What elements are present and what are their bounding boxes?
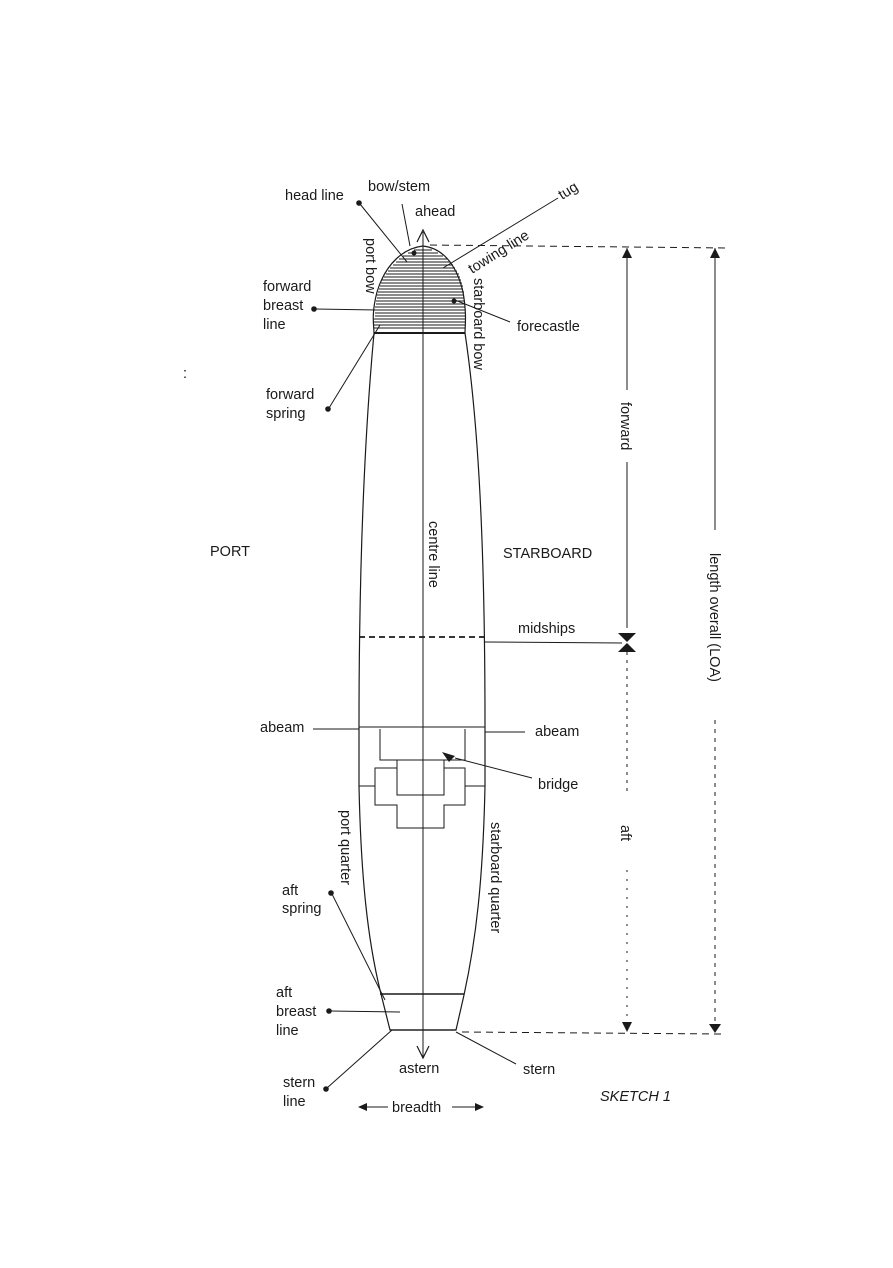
mooring-lines <box>311 200 408 1092</box>
ship-hull <box>358 245 486 1031</box>
aft-label: aft <box>617 825 633 841</box>
breadth-arrow <box>358 1103 484 1111</box>
starboard-quarter-label: starboard quarter <box>487 822 503 933</box>
forecastle-label: forecastle <box>517 319 580 335</box>
centre-line-label: centre line <box>425 521 441 588</box>
stray-mark: : <box>183 366 187 382</box>
port-bow-label: port bow <box>362 238 378 294</box>
towing-line-label: towing line <box>466 228 533 278</box>
forward-breast-line-label: forward breast line <box>263 279 315 333</box>
forward-spring-label: forward spring <box>266 387 318 422</box>
aft-spring-label: aft spring <box>282 883 322 917</box>
abeam-port-label: abeam <box>260 720 304 736</box>
breadth-label: breadth <box>392 1100 441 1116</box>
ahead-label: ahead <box>415 204 455 220</box>
bow-stem-label: bow/stem <box>368 179 430 195</box>
midships-marker <box>618 633 636 642</box>
dimension-lines <box>429 244 729 1035</box>
abeam-starboard-label: abeam <box>535 724 579 740</box>
port-label: PORT <box>210 544 250 560</box>
stern-label: stern <box>523 1062 555 1078</box>
port-quarter-label: port quarter <box>337 810 353 885</box>
sketch-caption: SKETCH 1 <box>600 1089 671 1105</box>
forecastle-deck <box>374 249 465 334</box>
starboard-label: STARBOARD <box>503 546 592 562</box>
centre-line <box>416 228 430 1060</box>
starboard-bow-label: starboard bow <box>470 278 486 370</box>
stern-line-label: stern line <box>283 1075 319 1110</box>
length-overall-label: length overall (LOA) <box>706 553 722 682</box>
forward-label: forward <box>617 402 633 450</box>
bridge-superstructure <box>359 726 485 829</box>
aft-breast-line-label: aft breast line <box>276 985 320 1039</box>
astern-label: astern <box>399 1061 439 1077</box>
leader-lines <box>313 203 623 1065</box>
stern-section <box>380 993 464 1031</box>
tug-label: tug <box>556 179 582 203</box>
towing-line <box>442 197 559 269</box>
midships-label: midships <box>518 621 575 637</box>
head-line-label: head line <box>285 188 344 204</box>
bridge-label: bridge <box>538 777 578 793</box>
